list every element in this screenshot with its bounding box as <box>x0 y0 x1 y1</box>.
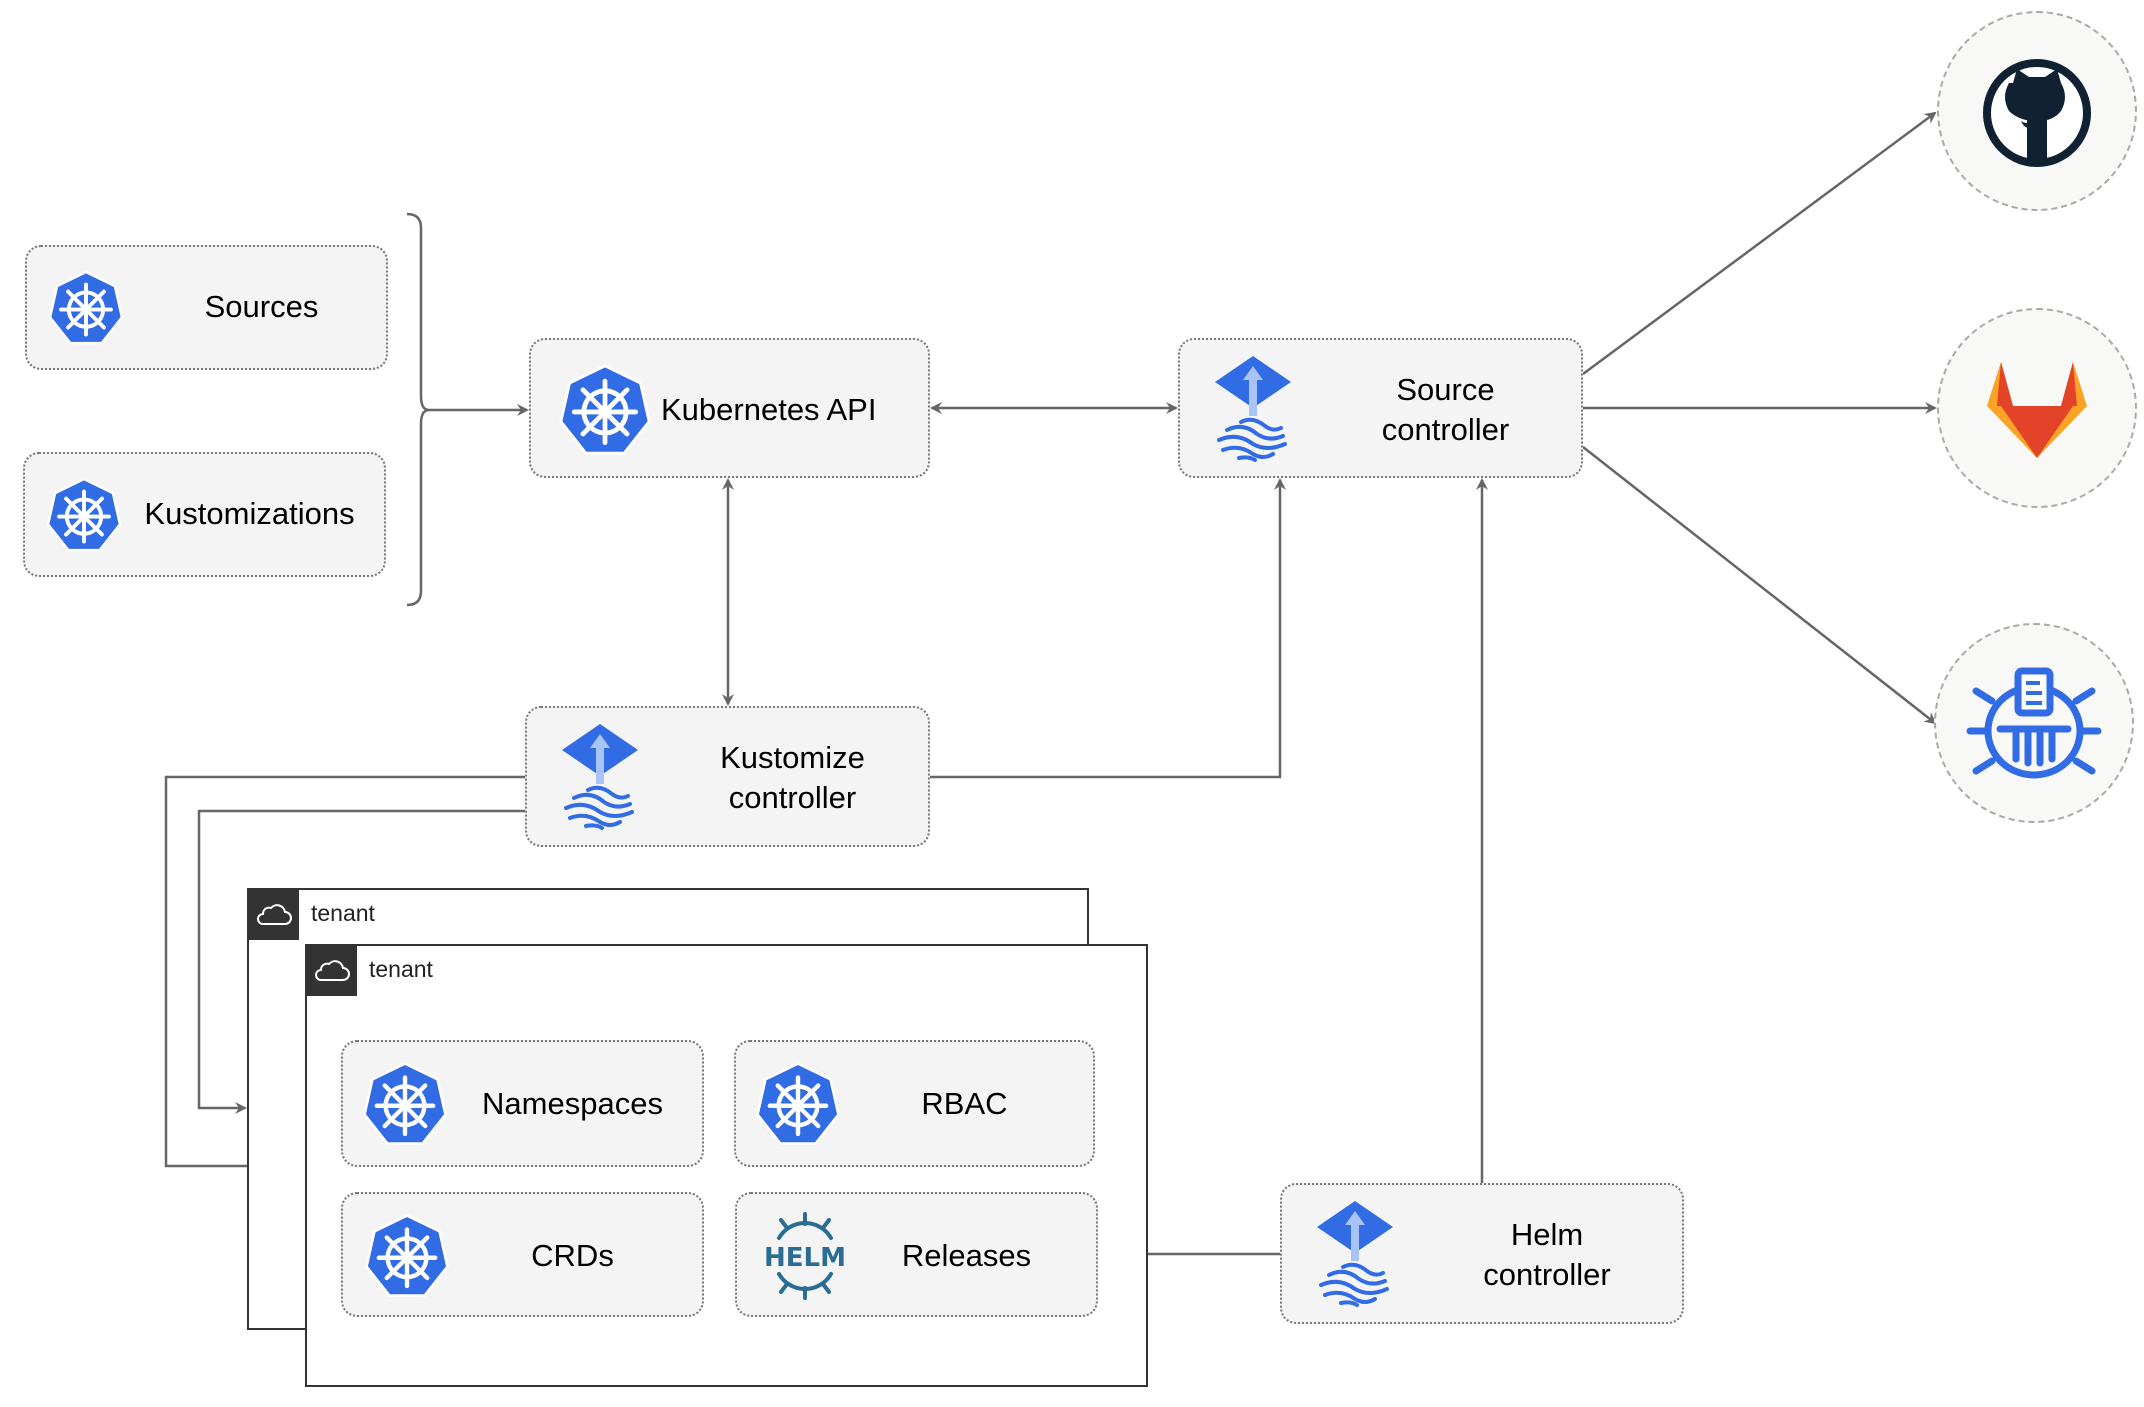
tenant-label: tenant <box>311 900 375 926</box>
kubernetes-icon <box>754 1060 842 1148</box>
cloud-icon <box>257 904 292 925</box>
helm-logo-text: HELM <box>764 1243 846 1273</box>
kustomizations-node[interactable]: Kustomizations <box>23 452 386 577</box>
tenant-header <box>307 946 357 996</box>
arrow-kustomize-to-tenant-back <box>197 809 525 1114</box>
releases-node[interactable]: HELM Releases <box>735 1192 1098 1317</box>
rbac-node[interactable]: RBAC <box>734 1040 1095 1167</box>
tenant-label: tenant <box>369 956 433 982</box>
tenant-header <box>249 890 299 940</box>
github-source[interactable] <box>1937 11 2137 211</box>
arrow-source-to-bucket <box>1582 446 1937 725</box>
sources-label: Sources <box>204 289 319 324</box>
brace <box>406 212 430 607</box>
kubernetes-api-label: Kubernetes API <box>661 392 877 427</box>
kubernetes-icon <box>47 269 125 347</box>
namespaces-node[interactable]: Namespaces <box>341 1040 704 1167</box>
gitlab-icon <box>1987 362 2087 458</box>
source-controller-node[interactable]: Source controller <box>1178 338 1583 478</box>
flux-icon <box>1213 354 1293 464</box>
crds-label: CRDs <box>531 1238 614 1273</box>
kustomize-controller-label: Kustomize controller <box>720 740 865 815</box>
kubernetes-icon <box>557 362 653 458</box>
arrow-kustomize-to-source-controller <box>930 478 1286 779</box>
helm-controller-node[interactable]: Helm controller <box>1280 1183 1684 1324</box>
flux-icon <box>560 722 640 832</box>
kustomizations-label: Kustomizations <box>144 496 355 531</box>
kubernetes-icon <box>363 1212 451 1300</box>
bucket-icon <box>1966 667 2102 779</box>
helm-icon: HELM <box>764 1212 846 1300</box>
rbac-label: RBAC <box>921 1086 1008 1121</box>
bucket-source[interactable] <box>1934 623 2134 823</box>
namespaces-label: Namespaces <box>482 1086 663 1121</box>
gitlab-source[interactable] <box>1937 308 2137 508</box>
kubernetes-icon <box>45 476 123 554</box>
github-icon <box>1983 59 2091 167</box>
source-controller-label: Source controller <box>1381 372 1510 447</box>
arrow-source-to-github <box>1582 111 1937 376</box>
releases-label: Releases <box>901 1238 1032 1273</box>
cloud-icon <box>315 960 350 981</box>
kubernetes-api-node[interactable]: Kubernetes API <box>529 338 930 478</box>
crds-node[interactable]: CRDs <box>341 1192 704 1317</box>
helm-controller-label: Helm controller <box>1483 1217 1611 1292</box>
flux-icon <box>1315 1199 1395 1309</box>
sources-node[interactable]: Sources <box>25 245 388 370</box>
arrow-kustomize-to-tenant-front <box>164 775 525 1172</box>
kubernetes-icon <box>361 1060 449 1148</box>
kustomize-controller-node[interactable]: Kustomize controller <box>525 706 930 847</box>
